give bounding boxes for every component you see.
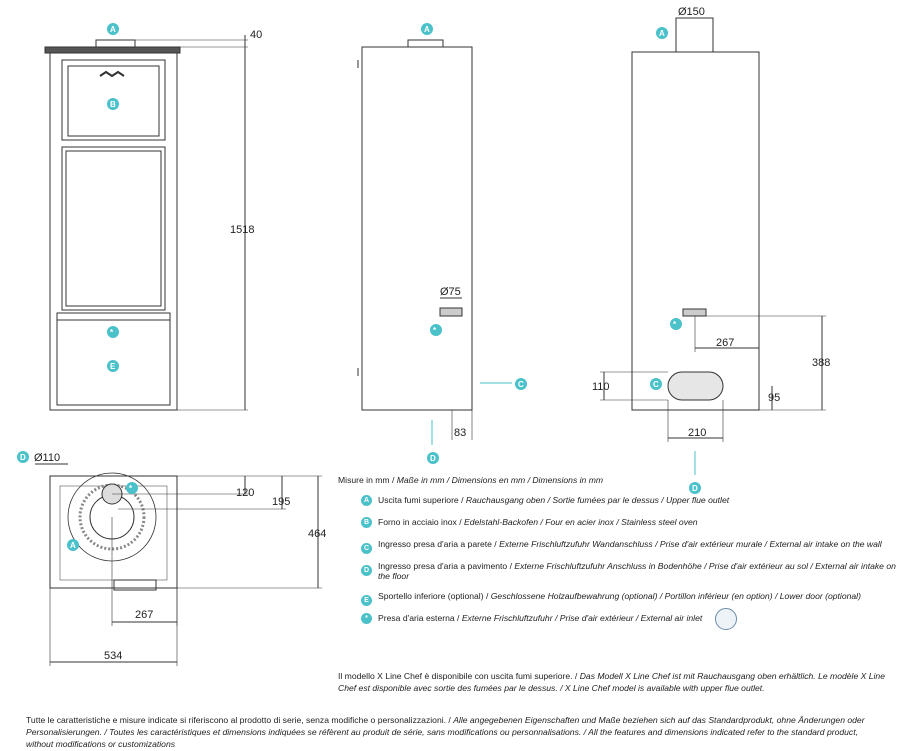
dim-back-267: 267 [716,337,734,349]
dim-120: 120 [236,487,254,499]
front-view: 40 1518 A B * E [44,23,262,411]
marker-b: B [110,100,116,109]
marker-star-front: * [110,328,114,337]
marker-a-side: A [424,25,430,34]
units-note: Misure in mm / Maße in mm / Dimensions e… [338,475,604,485]
dim-top-267: 267 [135,609,153,621]
marker-c-back: C [653,380,659,389]
marker-d-back: D [692,484,698,493]
dim-83: 83 [454,427,466,439]
legend: Misure in mm / Maße in mm / Dimensions e… [338,475,898,635]
back-view: Ø150 267 388 110 95 210 A * C D [592,6,830,494]
side-view: Ø75 83 A * C D [357,23,527,464]
footer-disclaimer: Tutte le caratteristiche e misure indica… [26,715,865,749]
marker-a-top: A [70,541,76,550]
air-inlet-badge-icon [715,608,737,630]
marker-a-back: A [659,29,665,38]
dim-464: 464 [308,528,326,540]
model-note: Il modello X Line Chef è disponibile con… [338,671,885,693]
marker-d-side: D [430,454,436,463]
dim-top-flue: Ø110 [34,452,60,464]
legend-item-star: *Presa d'aria esterna / Externe Frischlu… [338,608,898,630]
dim-height: 1518 [230,224,254,236]
dim-back-flue: Ø150 [678,6,705,18]
dim-95: 95 [768,392,780,404]
marker-star-top: * [129,484,133,493]
dim-210: 210 [688,427,706,439]
dim-195: 195 [272,496,290,508]
dim-110: 110 [592,381,610,393]
marker-e: E [110,362,116,371]
dim-40: 40 [250,29,262,41]
marker-d-top: D [20,453,26,462]
dim-388: 388 [812,357,830,369]
marker-star-back: * [673,320,677,329]
marker-c-side: C [518,380,524,389]
marker-a-front: A [110,25,116,34]
marker-star-side: * [433,326,437,335]
top-view: 120 195 464 267 534 Ø110 D * A [17,451,326,666]
dim-side-inlet: Ø75 [440,286,461,298]
dim-534: 534 [104,650,122,662]
